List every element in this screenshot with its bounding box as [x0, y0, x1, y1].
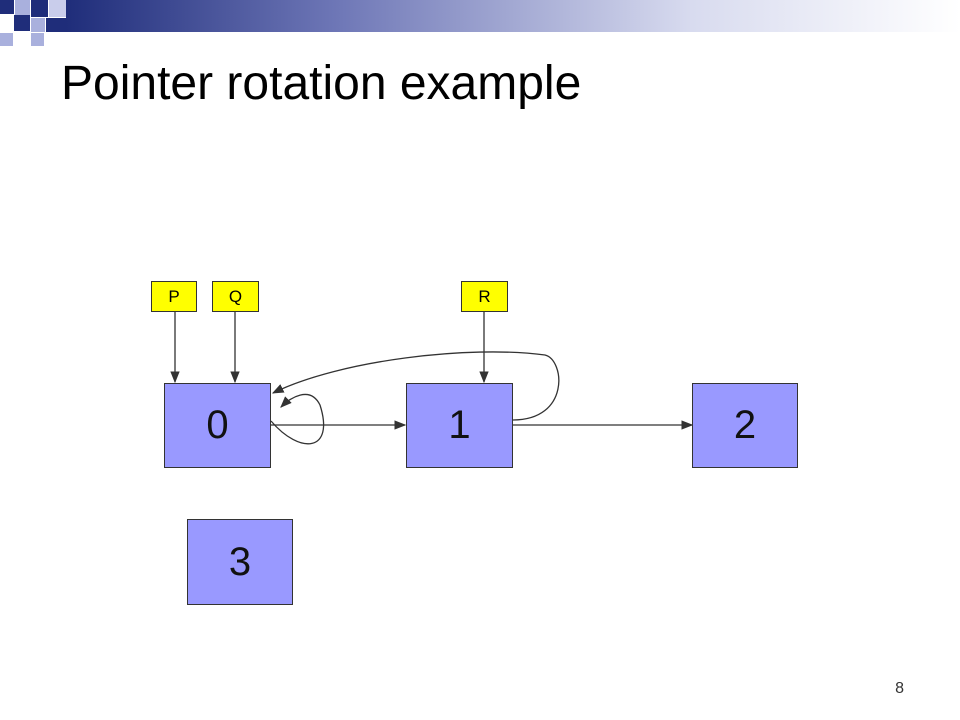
decor-square	[49, 0, 66, 17]
page-number: 8	[895, 680, 904, 697]
decor-square	[31, 18, 45, 32]
pointer-box-r: R	[461, 281, 508, 312]
node-0: 0	[164, 383, 271, 468]
decor-square	[46, 18, 66, 32]
pointer-box-p: P	[151, 281, 197, 312]
pointer-box-q: Q	[212, 281, 259, 312]
edge-arrow-1-to-0-curve	[271, 351, 560, 421]
decor-square	[14, 15, 30, 31]
slide-title: Pointer rotation example	[61, 57, 582, 110]
node-2: 2	[692, 383, 798, 468]
decor-square	[15, 0, 30, 15]
decor-square	[0, 0, 14, 14]
decor-gradient-bar	[66, 0, 960, 32]
node-1: 1	[406, 383, 513, 468]
decor-square	[0, 33, 13, 46]
decor-square	[31, 33, 44, 46]
edge-arrow-0-self-loop	[270, 393, 325, 445]
decor-square	[31, 0, 48, 17]
node-3: 3	[187, 519, 293, 605]
